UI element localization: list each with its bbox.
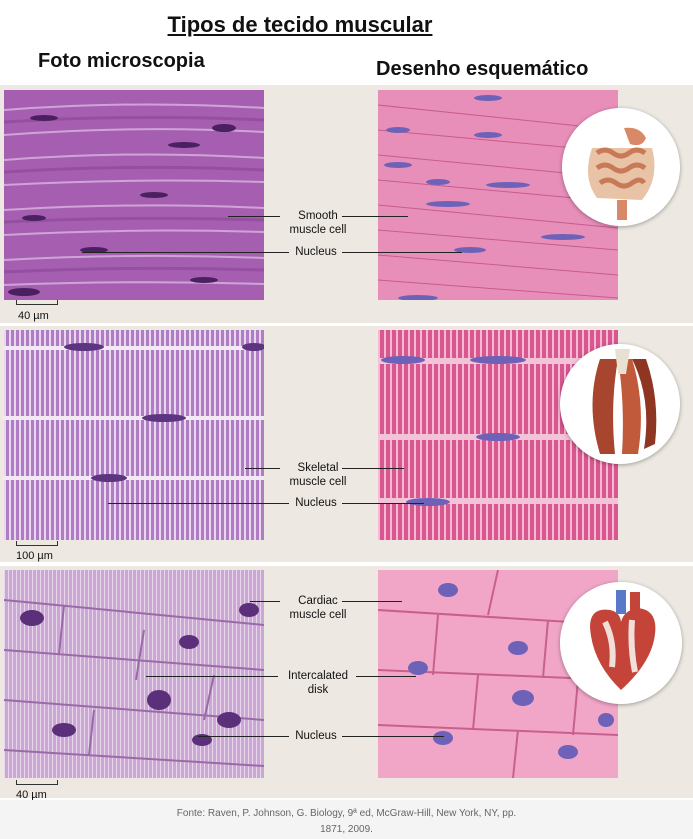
cardiac-muscle-cell-label: Cardiac muscle cell — [289, 595, 347, 621]
leader-line — [342, 252, 462, 253]
scale-bar — [16, 300, 58, 305]
smooth-muscle-cell-label: Smooth muscle cell — [289, 210, 347, 236]
leader-line — [342, 468, 404, 469]
column-heading-drawing: Desenho esquemático — [376, 58, 589, 80]
smooth-muscle-photo — [4, 90, 264, 300]
leader-line — [108, 503, 289, 504]
heart-icon — [560, 582, 682, 704]
footer: Fonte: Raven, P. Johnson, G. Biology, 9ª… — [0, 800, 693, 839]
skeletal-nucleus-label: Nucleus — [295, 497, 337, 509]
smooth-nucleus-label: Nucleus — [295, 246, 337, 258]
leader-line — [342, 736, 444, 737]
leader-line — [250, 601, 280, 602]
skeletal-muscle-icon — [560, 344, 680, 464]
source-citation: Fonte: Raven, P. Johnson, G. Biology, 9ª… — [176, 808, 517, 819]
scale-bar — [16, 780, 58, 785]
source-citation-cont: 1871, 2009. — [320, 824, 373, 835]
leader-line — [198, 736, 289, 737]
leader-line — [245, 468, 280, 469]
leader-line — [342, 503, 424, 504]
leader-line — [342, 216, 408, 217]
leader-line — [342, 601, 402, 602]
cardiac-nucleus-label: Nucleus — [295, 730, 337, 742]
leader-line — [82, 252, 289, 253]
cardiac-muscle-photo — [4, 570, 264, 778]
scale-label: 40 µm — [18, 310, 49, 322]
page-title: Tipos de tecido muscular — [167, 12, 433, 37]
leader-line — [356, 676, 416, 677]
leader-line — [228, 216, 280, 217]
scale-bar — [16, 541, 58, 546]
leader-line — [146, 676, 278, 677]
skeletal-muscle-photo — [4, 330, 264, 540]
scale-label: 100 µm — [16, 550, 53, 562]
column-heading-photo: Foto microscopia — [38, 50, 205, 72]
intercalated-disk-label: Intercalated disk — [287, 670, 349, 696]
scale-label: 40 µm — [16, 789, 47, 801]
skeletal-muscle-cell-label: Skeletal muscle cell — [289, 462, 347, 488]
intestine-icon — [562, 108, 680, 226]
